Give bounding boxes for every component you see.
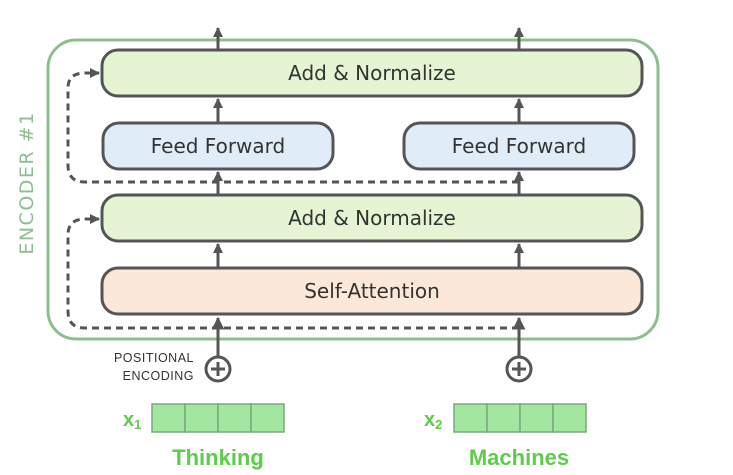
- residual-connection-bottom: [66, 214, 519, 330]
- feed-forward-right-box: [402, 121, 636, 171]
- vector-cell: [519, 403, 554, 433]
- input-vector-2: [453, 403, 587, 433]
- positional-encoding-label-line1: POSITIONAL: [114, 351, 194, 365]
- vector-cell: [552, 403, 587, 433]
- input-x2-label: x2: [424, 409, 442, 432]
- input-word-machines: Machines: [469, 445, 569, 470]
- input-x2-subscript: 2: [435, 417, 442, 432]
- self-attention-label: Self-Attention: [304, 279, 440, 303]
- feed-forward-right-label: Feed Forward: [452, 134, 587, 158]
- self-attention-box: [100, 266, 644, 316]
- positional-encoding-label-line2: ENCODING: [123, 369, 194, 383]
- add-normalize-bottom-label: Add & Normalize: [288, 206, 456, 230]
- input-word-thinking: Thinking: [172, 445, 264, 470]
- input-vector-1: [151, 403, 285, 433]
- encoder-border: [46, 38, 660, 341]
- vector-cell: [486, 403, 521, 433]
- add-normalize-top-label: Add & Normalize: [288, 61, 456, 85]
- plus-circle-icon: [505, 355, 533, 383]
- input-x1-label: x1: [123, 409, 141, 432]
- encoder-label: ENCODER #1: [16, 111, 38, 254]
- input-x2-symbol: x: [424, 409, 435, 431]
- add-normalize-top-box: [100, 48, 644, 98]
- vector-cell: [184, 403, 219, 433]
- feed-forward-left-box: [101, 121, 335, 171]
- residual-connection-top: [66, 68, 519, 184]
- vector-cell: [151, 403, 186, 433]
- add-normalize-bottom-box: [100, 193, 644, 243]
- feed-forward-left-label: Feed Forward: [151, 134, 286, 158]
- plus-circle-icon: [204, 355, 232, 383]
- vector-cell: [217, 403, 252, 433]
- vector-cell: [453, 403, 488, 433]
- vector-cell: [250, 403, 285, 433]
- input-x1-subscript: 1: [134, 417, 141, 432]
- input-x1-symbol: x: [123, 409, 134, 431]
